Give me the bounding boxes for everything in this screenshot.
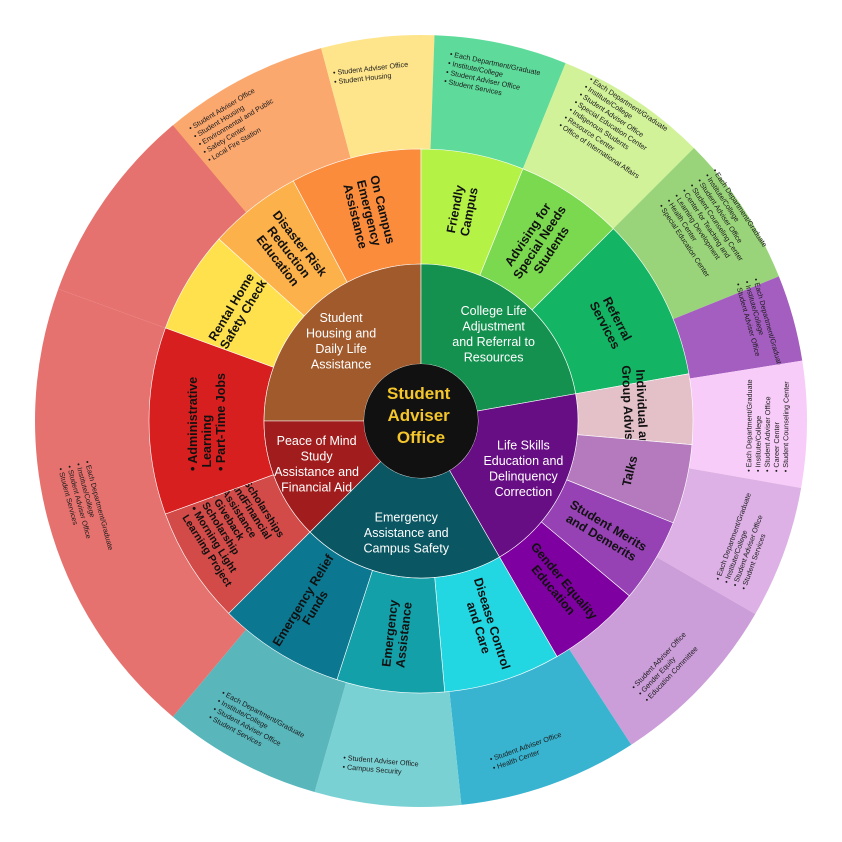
service-title-line: • Part-Time Jobs (214, 373, 228, 471)
units-text-talks: • Each Department/Graduate• Institute/Co… (744, 379, 791, 472)
units-list-item: • Student Counseling Center (781, 381, 791, 473)
units-segment-scholarships (34, 288, 247, 717)
category-title-line: Financial Aid (281, 480, 352, 494)
category-title-line: Housing and (306, 326, 376, 340)
units-segment-disease (449, 649, 632, 805)
units-list-specialneeds: • Each Department/Graduate• Institute/Co… (557, 75, 672, 181)
units-segment-emergencyassist (314, 682, 462, 807)
center-title-line-3: Office (397, 428, 445, 447)
category-title-line: Study (301, 449, 334, 463)
center-hub: Student Adviser Office (364, 364, 478, 478)
category-title-line: Campus Safety (364, 542, 450, 556)
units-segment-gender (569, 557, 756, 745)
service-title-line: Group Advising (619, 365, 637, 459)
center-title-line-2: Adviser (387, 406, 450, 425)
center-title: Student Adviser Office (387, 384, 455, 447)
category-title-line: Education and (483, 454, 563, 468)
units-list-item: • Each Department/Graduate (744, 379, 754, 471)
units-segment-merits (656, 468, 802, 614)
units-text-specialneeds: • Each Department/Graduate• Institute/Co… (557, 75, 672, 181)
units-list-item: • Student Adviser Office (763, 396, 773, 472)
units-list-item: • Career Center (772, 421, 781, 472)
service-title-admin: • Administrative Learning• Part-Time Job… (186, 373, 228, 471)
category-title-line: Emergency (375, 511, 439, 525)
category-title-line: Peace of Mind (277, 434, 357, 448)
category-title-line: Assistance and (364, 526, 449, 540)
center-title-line-1: Student (387, 384, 451, 403)
units-list-talks: • Each Department/Graduate• Institute/Co… (744, 379, 791, 472)
service-title-line: Individual and (633, 369, 651, 454)
units-segment-admin (58, 125, 247, 328)
category-title-line: Daily Life (315, 342, 366, 356)
category-title-line: and Referral to (452, 335, 535, 349)
category-title-line: Delinquency (489, 470, 559, 484)
units-segment-specialneeds (522, 63, 694, 229)
units-segment-relief (172, 629, 347, 793)
units-list-item: • Institute/College (753, 416, 762, 472)
service-label-individual: Individual andGroup Advising (619, 364, 651, 459)
category-title-line: Adjustment (462, 320, 525, 334)
center-circle (364, 364, 478, 478)
category-title-line: Resources (464, 351, 524, 365)
category-title-line: Student (320, 311, 364, 325)
category-title-line: Life Skills (497, 439, 550, 453)
category-title-line: Correction (495, 485, 553, 499)
service-title-individual: Individual andGroup Advising (619, 364, 651, 458)
category-title-line: Assistance (311, 357, 371, 371)
service-label-scholarships: • Scholarships andFinancial Assistance• … (178, 472, 294, 589)
service-label-admin: • Administrative Learning• Part-Time Job… (186, 373, 228, 471)
units-segment-talks (688, 360, 807, 489)
units-segment-individual (673, 276, 803, 379)
units-segment-friendly (430, 35, 566, 169)
units-segment-oncampus (321, 35, 435, 159)
service-title-scholarships: • Scholarships andFinancial Assistance• … (178, 472, 294, 589)
service-title-line: Learning (200, 415, 214, 471)
category-title-line: Assistance and (274, 465, 359, 479)
units-segment-referral (613, 148, 779, 320)
category-title-line: College Life (461, 304, 527, 318)
service-title-line: • Administrative (186, 377, 200, 471)
